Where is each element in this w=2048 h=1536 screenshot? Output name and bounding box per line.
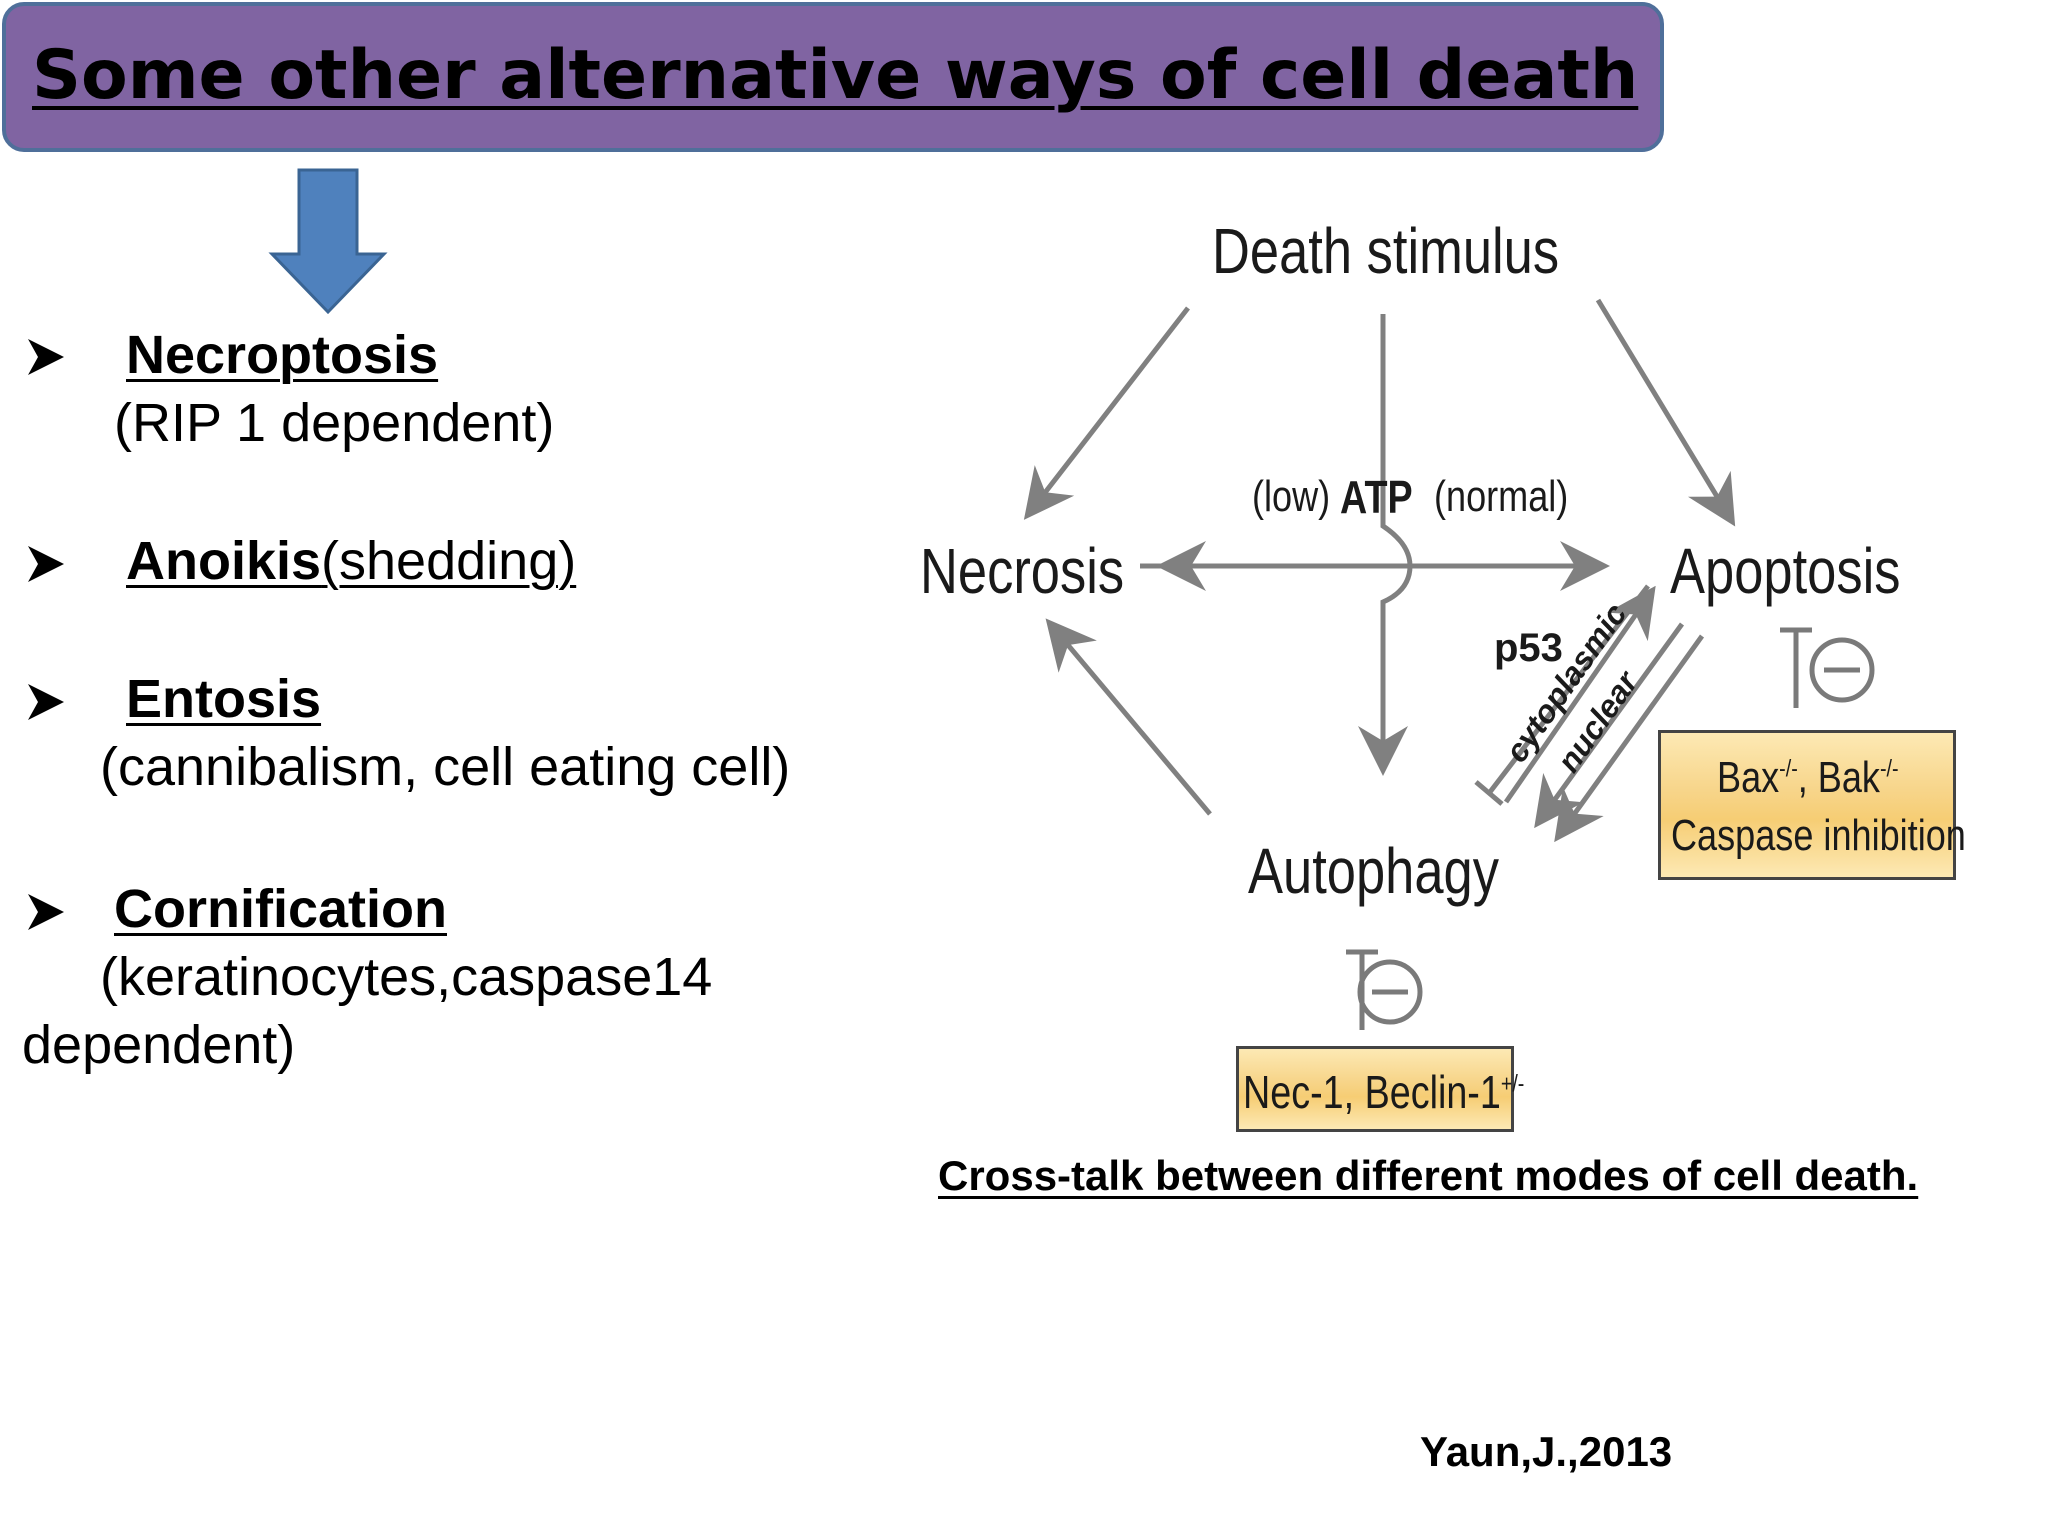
item-cornification-title: Cornification: [114, 879, 447, 939]
autophagy-inhibit-symbol: [1346, 949, 1423, 1030]
item-cornification-sub: (keratinocytes,caspase14: [100, 947, 713, 1007]
arrow-stimulus-autophagy: [1358, 314, 1413, 776]
item-anoikis-inline: (shedding): [321, 531, 577, 591]
arrow-apoptosis-autophagy-2: [1554, 634, 1705, 843]
item-entosis-title: Entosis: [126, 669, 322, 729]
item-anoikis-title: Anoikis(shedding): [126, 530, 576, 592]
apoptosis-inhibit-symbol: [1780, 627, 1875, 708]
item-cornification-sub2: dependent): [22, 1015, 296, 1075]
item-entosis-sub: (cannibalism, cell eating cell): [100, 737, 791, 797]
slide-title: Some other alternative ways of cell deat…: [32, 36, 1639, 115]
apoptosis-inhibitor-box: Bax-/-, Bak-/- Caspase inhibition: [1658, 730, 1966, 880]
bullet-arrow-icon: [28, 339, 64, 375]
label-atp-low: (low): [1252, 472, 1331, 521]
autophagy-inhibitor-box: Nec-1, Beclin-1+/-: [1236, 1046, 1524, 1132]
citation: Yaun,J.,2013: [1420, 1428, 1673, 1475]
label-autophagy: Autophagy: [1248, 835, 1499, 907]
diagram-arrows: [1023, 298, 1875, 1030]
label-p53: p53: [1494, 626, 1563, 670]
arrow-stimulus-necrosis: [1023, 306, 1190, 520]
inhibit-bar: [1474, 780, 1504, 806]
cell-death-diagram: Death stimulus Necrosis Apoptosis Autoph…: [900, 200, 2000, 1150]
bullet-arrow-icon: [28, 894, 64, 930]
arrow-autophagy-necrosis: [1045, 618, 1212, 816]
bullet-arrow-icon: [28, 684, 64, 720]
label-atp: ATP: [1340, 471, 1413, 523]
arrow-p53-nuclear: [1503, 585, 1656, 804]
autophagy-box-text: Nec-1, Beclin-1+/-: [1243, 1066, 1525, 1118]
item-necroptosis-sub: (RIP 1 dependent): [114, 393, 555, 453]
item-necroptosis-title: Necroptosis: [126, 325, 439, 385]
apoptosis-box-line1: Bax-/-, Bak-/-: [1717, 753, 1899, 802]
arrow-stimulus-apoptosis: [1595, 298, 1736, 527]
apoptosis-box-line2: Caspase inhibition: [1671, 811, 1966, 860]
title-bar: Some other alternative ways of cell deat…: [2, 2, 1664, 152]
figure-caption: Cross-talk between different modes of ce…: [938, 1152, 1919, 1199]
label-apoptosis: Apoptosis: [1670, 535, 1901, 607]
label-atp-normal: (normal): [1434, 472, 1569, 521]
label-death-stimulus: Death stimulus: [1212, 215, 1560, 287]
bullet-arrow-icon: [28, 546, 64, 582]
item-anoikis-label: Anoikis: [126, 531, 322, 591]
label-necrosis: Necrosis: [920, 535, 1125, 607]
down-arrow-icon: [268, 168, 388, 315]
